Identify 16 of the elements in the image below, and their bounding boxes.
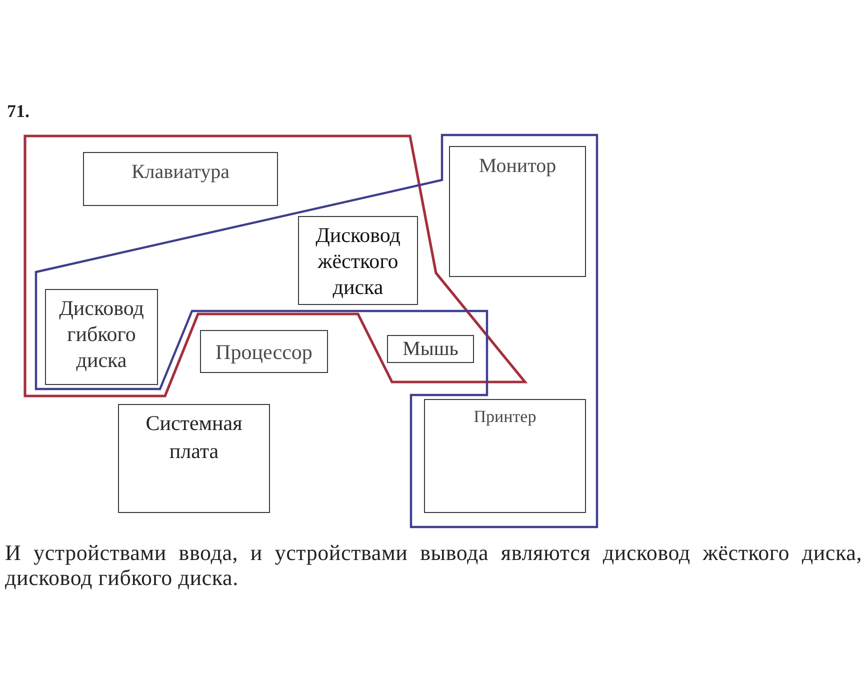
device-box <box>424 399 586 513</box>
answer-text: И устройствами ввода, и устройствами вывода являются дисковод жёсткого диска, дисковод гибкого диска. <box>5 540 862 590</box>
device-box <box>83 152 278 206</box>
device-label: Монитор <box>478 154 556 179</box>
device-label: Дисковод гибкого диска <box>58 295 145 373</box>
exercise-number: 71. <box>7 100 30 122</box>
device-label: Клавиатура <box>131 160 230 185</box>
device-box <box>387 335 474 363</box>
device-box <box>449 146 586 277</box>
device-box <box>118 404 270 513</box>
device-label: Мышь <box>402 337 458 361</box>
device-label: Дисковод жёсткого диска <box>314 222 402 300</box>
device-box <box>200 330 328 373</box>
device-label: Системная плата <box>144 410 244 465</box>
device-label: Процессор <box>216 338 312 364</box>
device-label: Принтер <box>474 406 536 428</box>
